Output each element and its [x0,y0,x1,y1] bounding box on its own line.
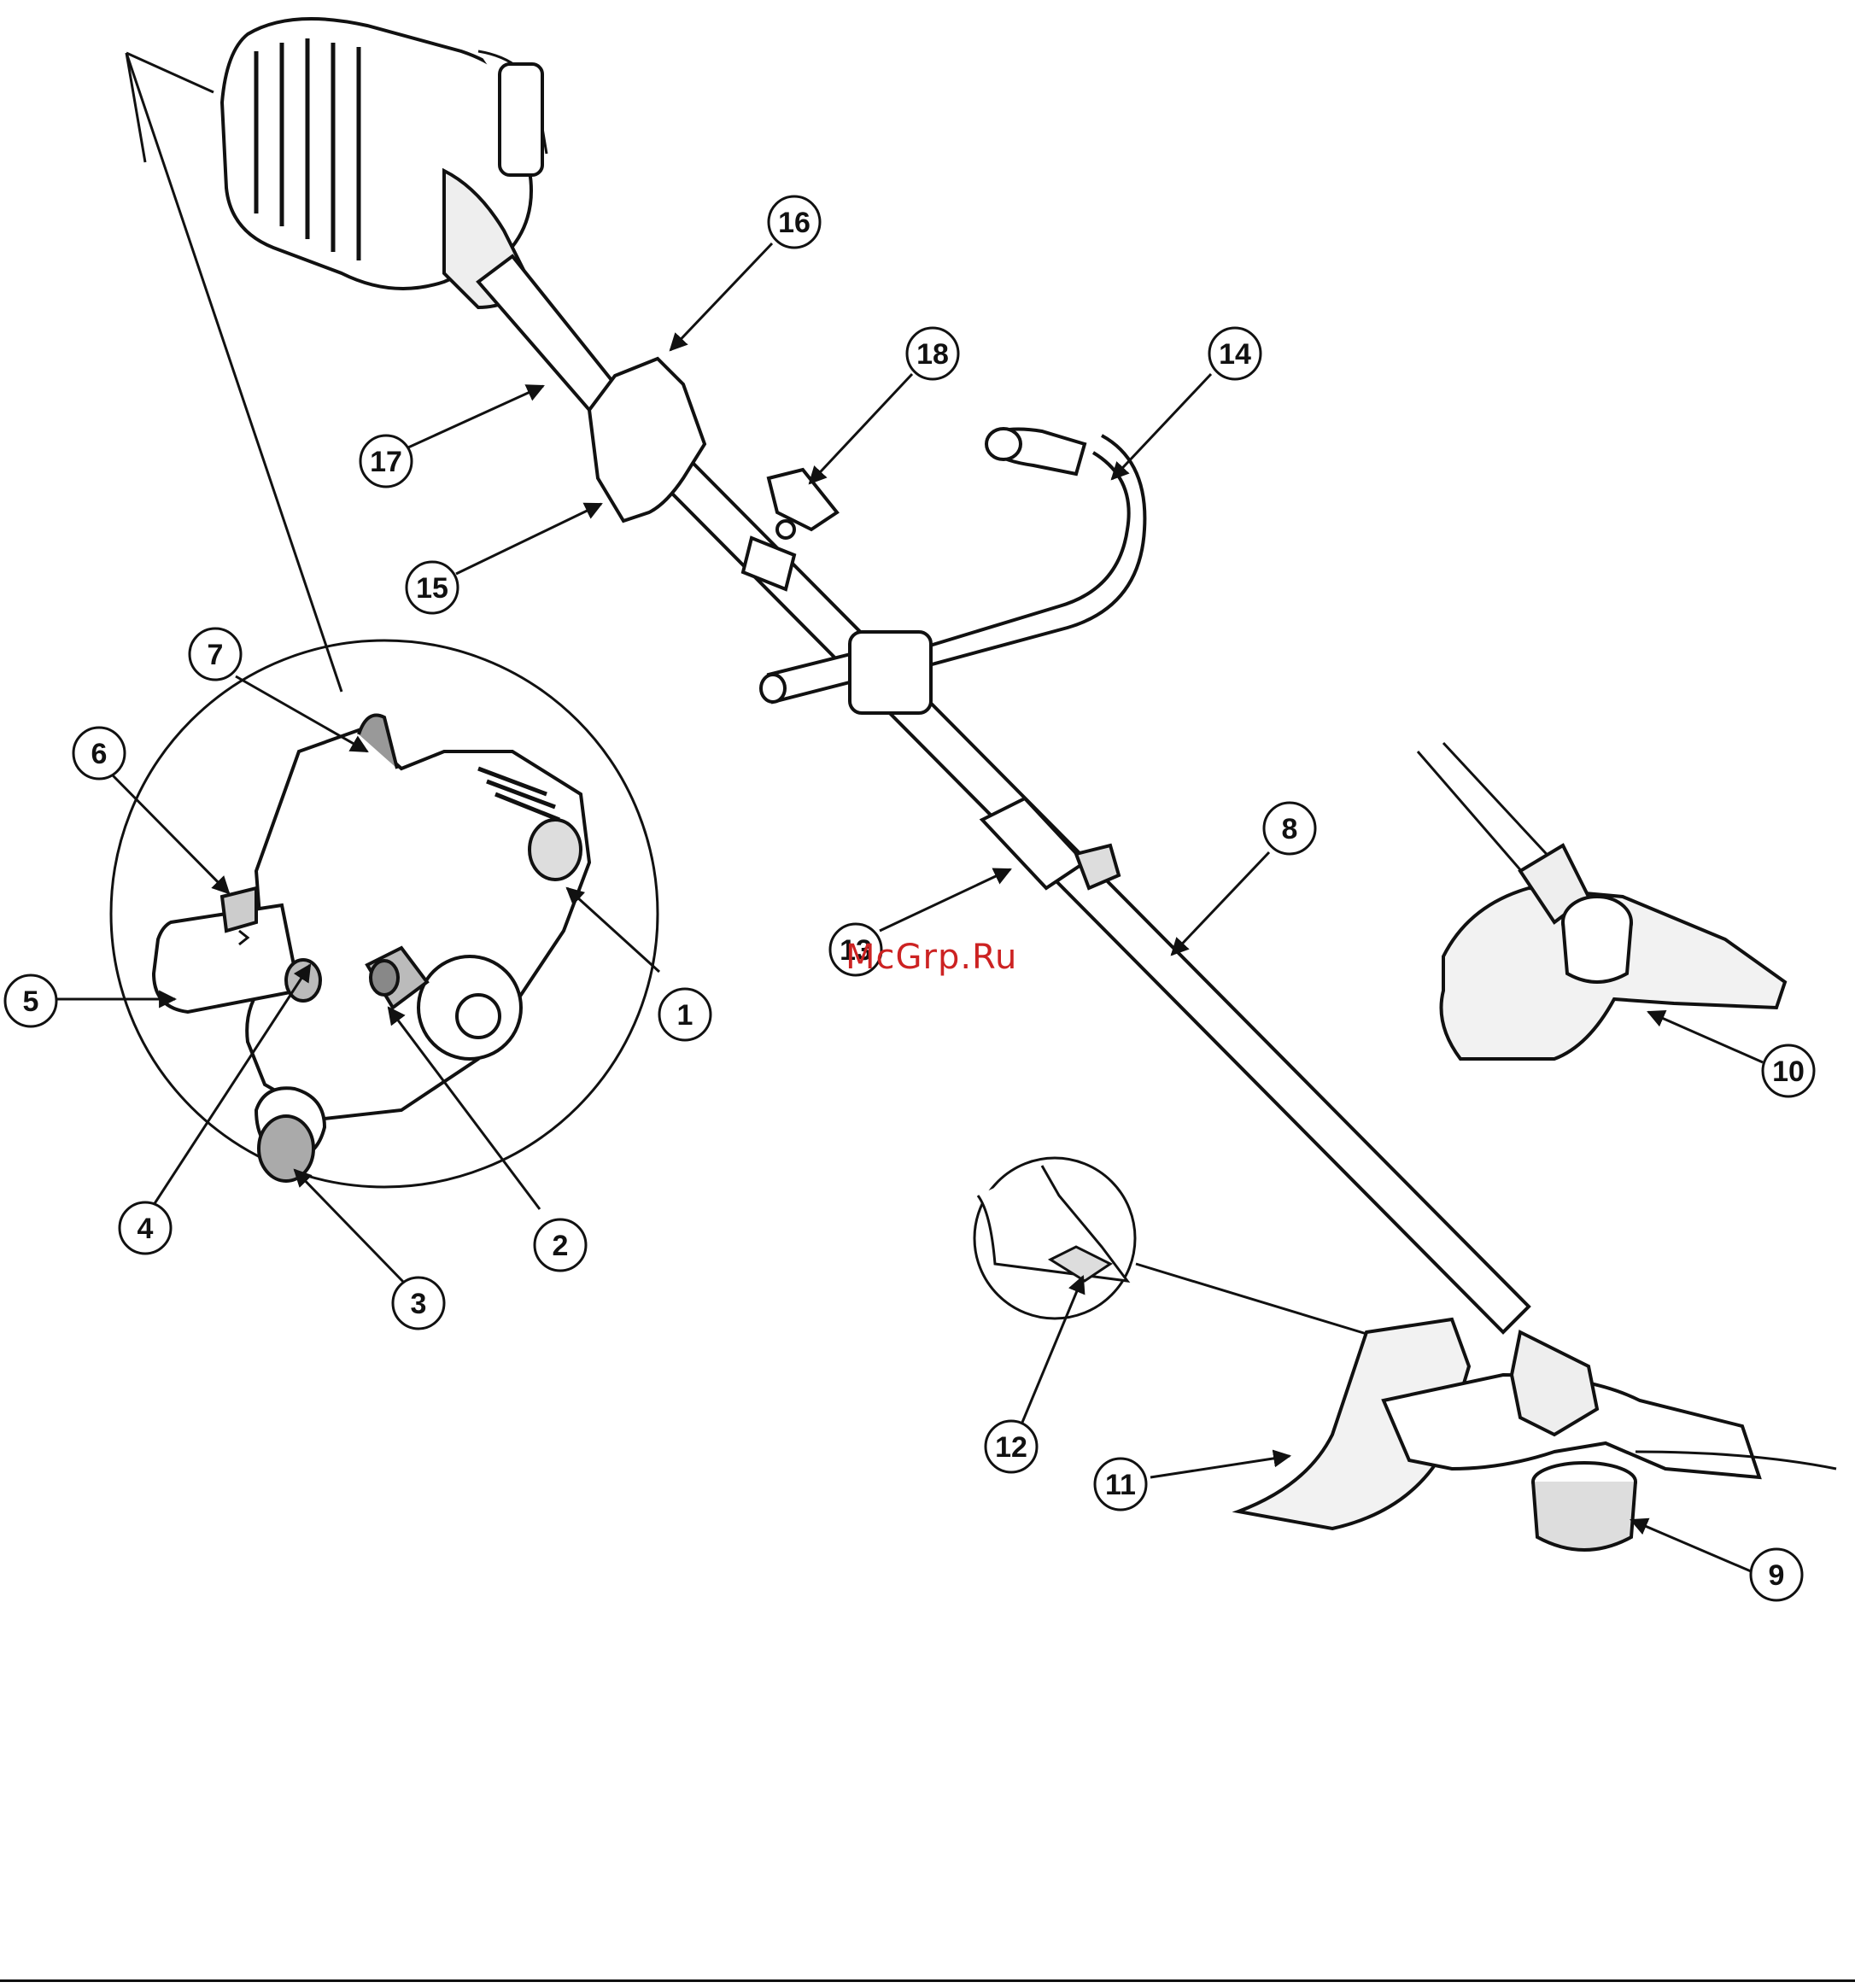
callout-3-label: 3 [411,1288,427,1320]
callout-16-label: 16 [778,207,810,239]
arrow-9 [1631,1520,1751,1571]
arrow-14 [1112,374,1211,479]
callout-12-label: 12 [995,1431,1027,1464]
callout-1-label: 1 [677,999,693,1032]
blade-assembly [1418,743,1785,1059]
callout-10: 10 [1763,1045,1814,1096]
callout-14: 14 [1209,328,1261,379]
callout-3: 3 [393,1278,444,1329]
callout-5: 5 [5,975,56,1026]
callout-1: 1 [659,989,711,1040]
callout-5-label: 5 [23,985,39,1018]
guard-and-trimmer-head [1238,1319,1836,1550]
handle-bar [761,429,1144,713]
callout-4-label: 4 [138,1213,154,1245]
shaft-coupling [982,798,1119,888]
callout-8: 8 [1264,803,1315,854]
callout-18: 18 [907,328,958,379]
callout-15-label: 15 [416,572,448,605]
callout-18-label: 18 [916,338,949,371]
callout-2: 2 [535,1219,586,1271]
arrow-18 [810,374,912,483]
arrow-15 [456,504,601,574]
callout-15: 15 [407,562,458,613]
arrow-13 [880,869,1010,931]
blade-detail-circle [974,1158,1375,1336]
callout-16: 16 [769,196,820,248]
callout-10-label: 10 [1772,1055,1805,1088]
callout-6-label: 6 [91,738,108,770]
callout-2-label: 2 [553,1230,569,1262]
callout-17-label: 17 [370,446,402,478]
arrow-8 [1172,852,1269,955]
callout-7-label: 7 [208,639,224,671]
bottom-divider [0,1979,1855,1982]
callout-6: 6 [73,728,125,779]
engine-detail-circle [111,640,658,1187]
callout-9: 9 [1751,1549,1802,1600]
callout-7: 7 [190,629,241,680]
arrow-17 [408,386,543,447]
callout-14-label: 14 [1219,338,1251,371]
engine-housing [222,19,547,307]
arrow-16 [670,243,772,350]
callout-17: 17 [360,436,412,487]
callout-4: 4 [120,1202,171,1254]
callout-8-label: 8 [1282,813,1298,845]
callout-9-label: 9 [1769,1559,1785,1592]
watermark-text: McGrp.Ru [846,938,1017,977]
arrow-10 [1648,1012,1763,1062]
callout-11: 11 [1095,1459,1146,1510]
callout-12: 12 [986,1421,1037,1472]
callout-11-label: 11 [1105,1469,1136,1501]
arrow-11 [1150,1456,1290,1477]
